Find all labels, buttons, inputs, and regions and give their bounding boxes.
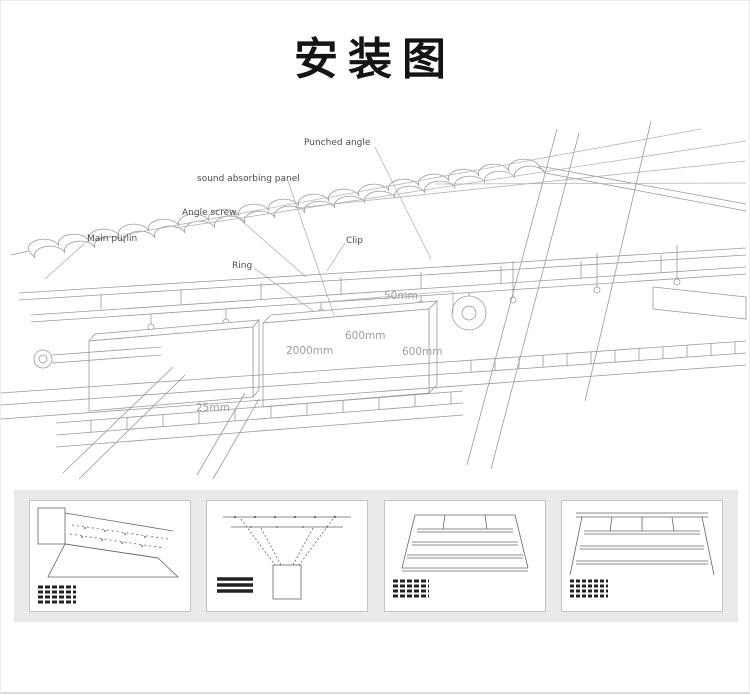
ring-detail bbox=[33, 293, 487, 369]
installation-steps-strip bbox=[14, 490, 738, 622]
installation-step-thumbnail-4 bbox=[560, 500, 723, 612]
label-angle-screw: Angle screw bbox=[182, 208, 237, 218]
dimension-panel-thickness-bottom: 25mm bbox=[196, 402, 230, 414]
label-main-purlin: Main purlin bbox=[87, 234, 138, 244]
label-clip: Clip bbox=[346, 236, 363, 246]
barcode-hatch-4 bbox=[569, 579, 608, 598]
installation-step-thumbnail-1 bbox=[29, 500, 192, 612]
label-ring: Ring bbox=[232, 261, 253, 271]
label-punched-angle: Punched angle bbox=[304, 138, 371, 148]
dimension-panel-length: 2000mm bbox=[286, 345, 334, 357]
page-title: 安装图 bbox=[294, 34, 456, 85]
installation-step-thumbnail-2 bbox=[206, 500, 369, 612]
support-braces bbox=[62, 120, 652, 480]
label-sound-absorbing-panel: sound absorbing panel bbox=[197, 174, 300, 184]
thumbnail-4-drawing bbox=[569, 512, 715, 598]
leader-lines bbox=[44, 146, 432, 316]
corrugated-roof-sheet bbox=[10, 128, 747, 259]
installation-step-thumbnail-3 bbox=[383, 500, 546, 612]
main-purlin-frame bbox=[18, 247, 747, 323]
installation-line-drawing bbox=[1, 120, 747, 480]
dimension-panel-thickness-top: 50mm bbox=[384, 290, 418, 302]
ceiling-battens bbox=[1, 340, 747, 448]
thumbnail-1-drawing bbox=[37, 507, 180, 604]
barcode-hatch-1 bbox=[38, 585, 77, 604]
dimension-panel-width-front: 600mm bbox=[402, 346, 443, 358]
barcode-hatch-3 bbox=[392, 579, 429, 598]
barcode-hatch-2 bbox=[217, 577, 254, 593]
thumbnail-2-drawing bbox=[217, 516, 352, 600]
thumbnail-3-drawing bbox=[392, 514, 528, 598]
dimension-panel-width-back: 600mm bbox=[345, 330, 386, 342]
